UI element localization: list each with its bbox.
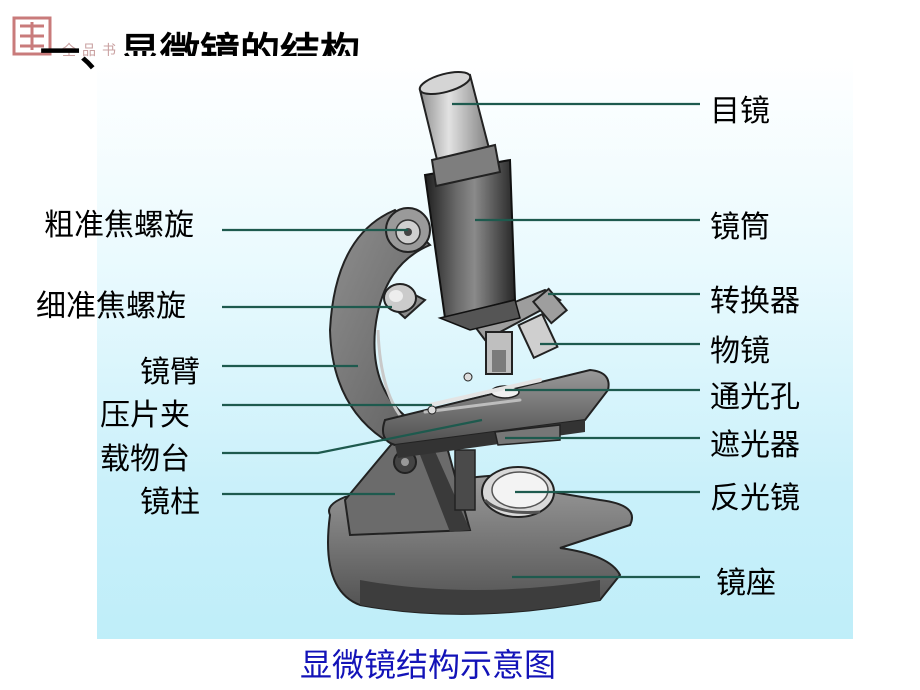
label-tube: 镜筒 — [710, 210, 770, 245]
seal-icon — [12, 16, 52, 56]
logo-text: 全品书 — [62, 43, 122, 59]
leader-lines — [222, 102, 700, 579]
stage — [382, 368, 610, 458]
publisher-logo — [10, 14, 54, 62]
label-coarse-focus: 粗准焦螺旋 — [44, 208, 194, 243]
diagram-caption: 显微镜结构示意图 — [300, 646, 557, 684]
tube — [423, 158, 521, 331]
label-stage-hole: 通光孔 — [710, 380, 800, 415]
label-pillar: 镜柱 — [140, 485, 200, 520]
label-objective: 物镜 — [710, 334, 770, 369]
label-stage: 载物台 — [100, 442, 190, 477]
label-eyepiece: 目镜 — [710, 94, 770, 129]
leader-stage — [222, 418, 483, 455]
label-arm: 镜臂 — [140, 355, 200, 390]
eyepiece — [418, 71, 502, 188]
label-diaphragm: 遮光器 — [710, 428, 800, 463]
label-mirror: 反光镜 — [710, 481, 800, 516]
label-fine-focus: 细准焦螺旋 — [36, 289, 186, 324]
pillar — [343, 439, 476, 537]
label-nosepiece: 转换器 — [710, 284, 800, 319]
fine-focus-knob — [383, 283, 427, 320]
label-base: 镜座 — [716, 566, 776, 601]
label-clip: 压片夹 — [100, 398, 190, 433]
